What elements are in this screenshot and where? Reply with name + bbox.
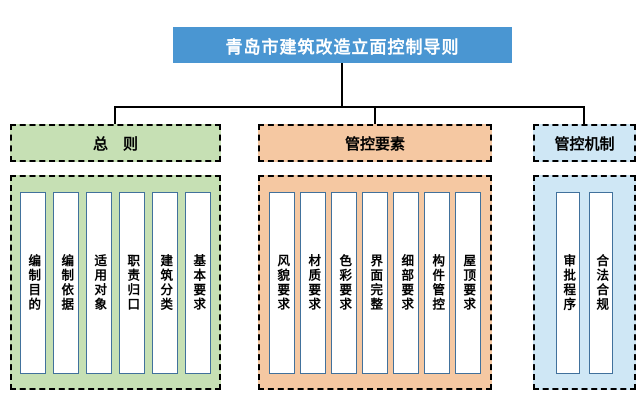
connector-horizontal: [114, 106, 585, 108]
node-item-label: 编制依据: [59, 253, 75, 312]
node-item: 编制依据: [53, 191, 79, 374]
chart-root-title: 青岛市建筑改造立面控制导则: [173, 27, 512, 63]
group-header-control-mechanism: 管控机制: [533, 124, 636, 162]
group-body-control-elements: 风貌要求 材质要求 色彩要求 界面完整 细部要求 构件管控 屋顶要求: [258, 175, 492, 390]
node-item: 审批程序: [556, 191, 580, 374]
node-item: 材质要求: [300, 191, 326, 374]
node-item-label: 细部要求: [399, 253, 415, 312]
node-item: 构件管控: [424, 191, 450, 374]
connector-trunk: [341, 63, 343, 107]
node-item-label: 色彩要求: [337, 253, 353, 312]
node-item-label: 风貌要求: [275, 253, 291, 312]
node-item: 基本要求: [185, 191, 211, 374]
node-item: 细部要求: [393, 191, 419, 374]
node-item-label: 屋顶要求: [461, 253, 477, 312]
group-header-control-elements: 管控要素: [258, 124, 492, 162]
connector-drop-right: [583, 106, 585, 125]
node-item-label: 基本要求: [191, 253, 207, 312]
connector-drop-middle: [374, 106, 376, 125]
node-item-label: 构件管控: [430, 253, 446, 312]
node-item: 适用对象: [86, 191, 112, 374]
node-item: 屋顶要求: [455, 191, 481, 374]
node-item-label: 建筑分类: [158, 253, 174, 312]
node-item-label: 编制目的: [26, 253, 42, 312]
group-body-general-principles: 编制目的 编制依据 适用对象 职责归口 建筑分类 基本要求: [10, 175, 221, 390]
group-body-control-mechanism: 审批程序 合法合规: [533, 175, 636, 390]
node-item: 建筑分类: [152, 191, 178, 374]
node-item-label: 材质要求: [306, 253, 322, 312]
group-header-general-principles: 总 则: [10, 124, 221, 162]
node-item-label: 合法合规: [594, 253, 610, 312]
node-item-label: 适用对象: [92, 253, 108, 312]
node-item: 色彩要求: [331, 191, 357, 374]
connector-drop-left: [114, 106, 116, 125]
node-item-label: 职责归口: [125, 253, 141, 312]
node-item: 合法合规: [589, 191, 613, 374]
node-item-label: 界面完整: [368, 253, 384, 312]
node-item: 风貌要求: [269, 191, 295, 374]
node-item: 职责归口: [119, 191, 145, 374]
node-item-label: 审批程序: [561, 253, 577, 312]
node-item: 编制目的: [20, 191, 46, 374]
node-item: 界面完整: [362, 191, 388, 374]
